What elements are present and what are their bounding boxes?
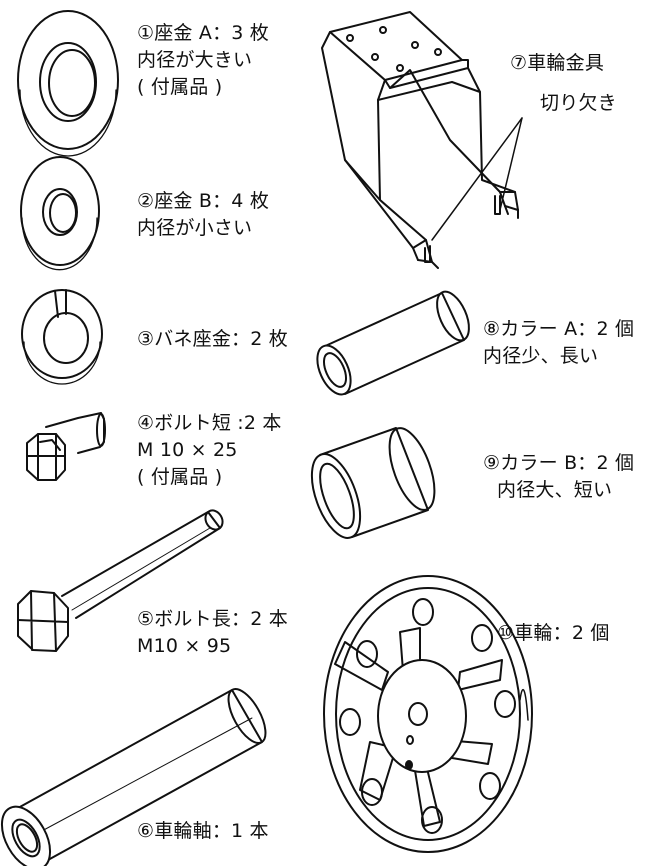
label-line: ( 付属品 ) (137, 465, 223, 488)
long-bolt-illustration (17, 509, 224, 652)
label-collar-a: ⑧カラー A：2 個 内径少、長い (483, 316, 634, 370)
bracket-illustration (321, 11, 519, 269)
collar-a-illustration (316, 290, 470, 396)
label-collar-b: ⑨カラー B：2 個 内径大、短い (483, 450, 634, 504)
label-line: ⑦車輪金具 (510, 52, 605, 74)
label-line: ⑨カラー B：2 個 (483, 452, 635, 474)
label-line: ⑩車輪：2 個 (497, 622, 610, 644)
notch-pointer-lines (431, 117, 523, 241)
axle-illustration (0, 688, 267, 866)
washer-a-illustration (17, 10, 119, 157)
label-short-bolt: ④ボルト短 :2 本 M 10 × 25 ( 付属品 ) (137, 410, 282, 491)
label-line: M 10 × 25 (137, 438, 238, 461)
label-washer-b: ②座金 B：4 枚 内径が小さい (137, 188, 269, 242)
label-washer-a: ①座金 A：3 枚 内径が大きい ( 付属品 ) (137, 20, 269, 101)
label-line: ③バネ座金：2 枚 (137, 328, 288, 350)
label-long-bolt: ⑤ボルト長：2 本 M10 × 95 (137, 606, 288, 660)
wheel-illustration (323, 575, 533, 853)
label-line: 内径が大きい (137, 48, 253, 71)
label-wheel: ⑩車輪：2 個 (497, 620, 610, 647)
label-line: ⑧カラー A：2 個 (483, 318, 635, 340)
label-line: ⑤ボルト長：2 本 (137, 608, 288, 630)
label-axle: ⑥車輪軸：1 本 (137, 818, 269, 845)
label-line: ⑥車輪軸：1 本 (137, 820, 269, 842)
label-line: 内径が小さい (137, 216, 253, 239)
label-line: 内径大、短い (497, 478, 613, 501)
collar-b-illustration (310, 427, 436, 539)
label-line: ( 付属品 ) (137, 75, 223, 98)
short-bolt-illustration (26, 412, 106, 481)
spring-washer-illustration (21, 289, 103, 385)
label-line: ②座金 B：4 枚 (137, 190, 270, 212)
label-bracket: ⑦車輪金具 (510, 50, 604, 77)
label-line: M10 × 95 (137, 634, 232, 657)
label-line: 内径少、長い (483, 344, 599, 367)
label-notch: 切り欠き (540, 90, 617, 117)
label-line: ④ボルト短 :2 本 (137, 412, 282, 434)
washer-b-illustration (20, 156, 100, 271)
label-spring-washer: ③バネ座金：2 枚 (137, 326, 288, 353)
label-line: 切り欠き (540, 92, 617, 114)
label-line: ①座金 A：3 枚 (137, 22, 269, 44)
